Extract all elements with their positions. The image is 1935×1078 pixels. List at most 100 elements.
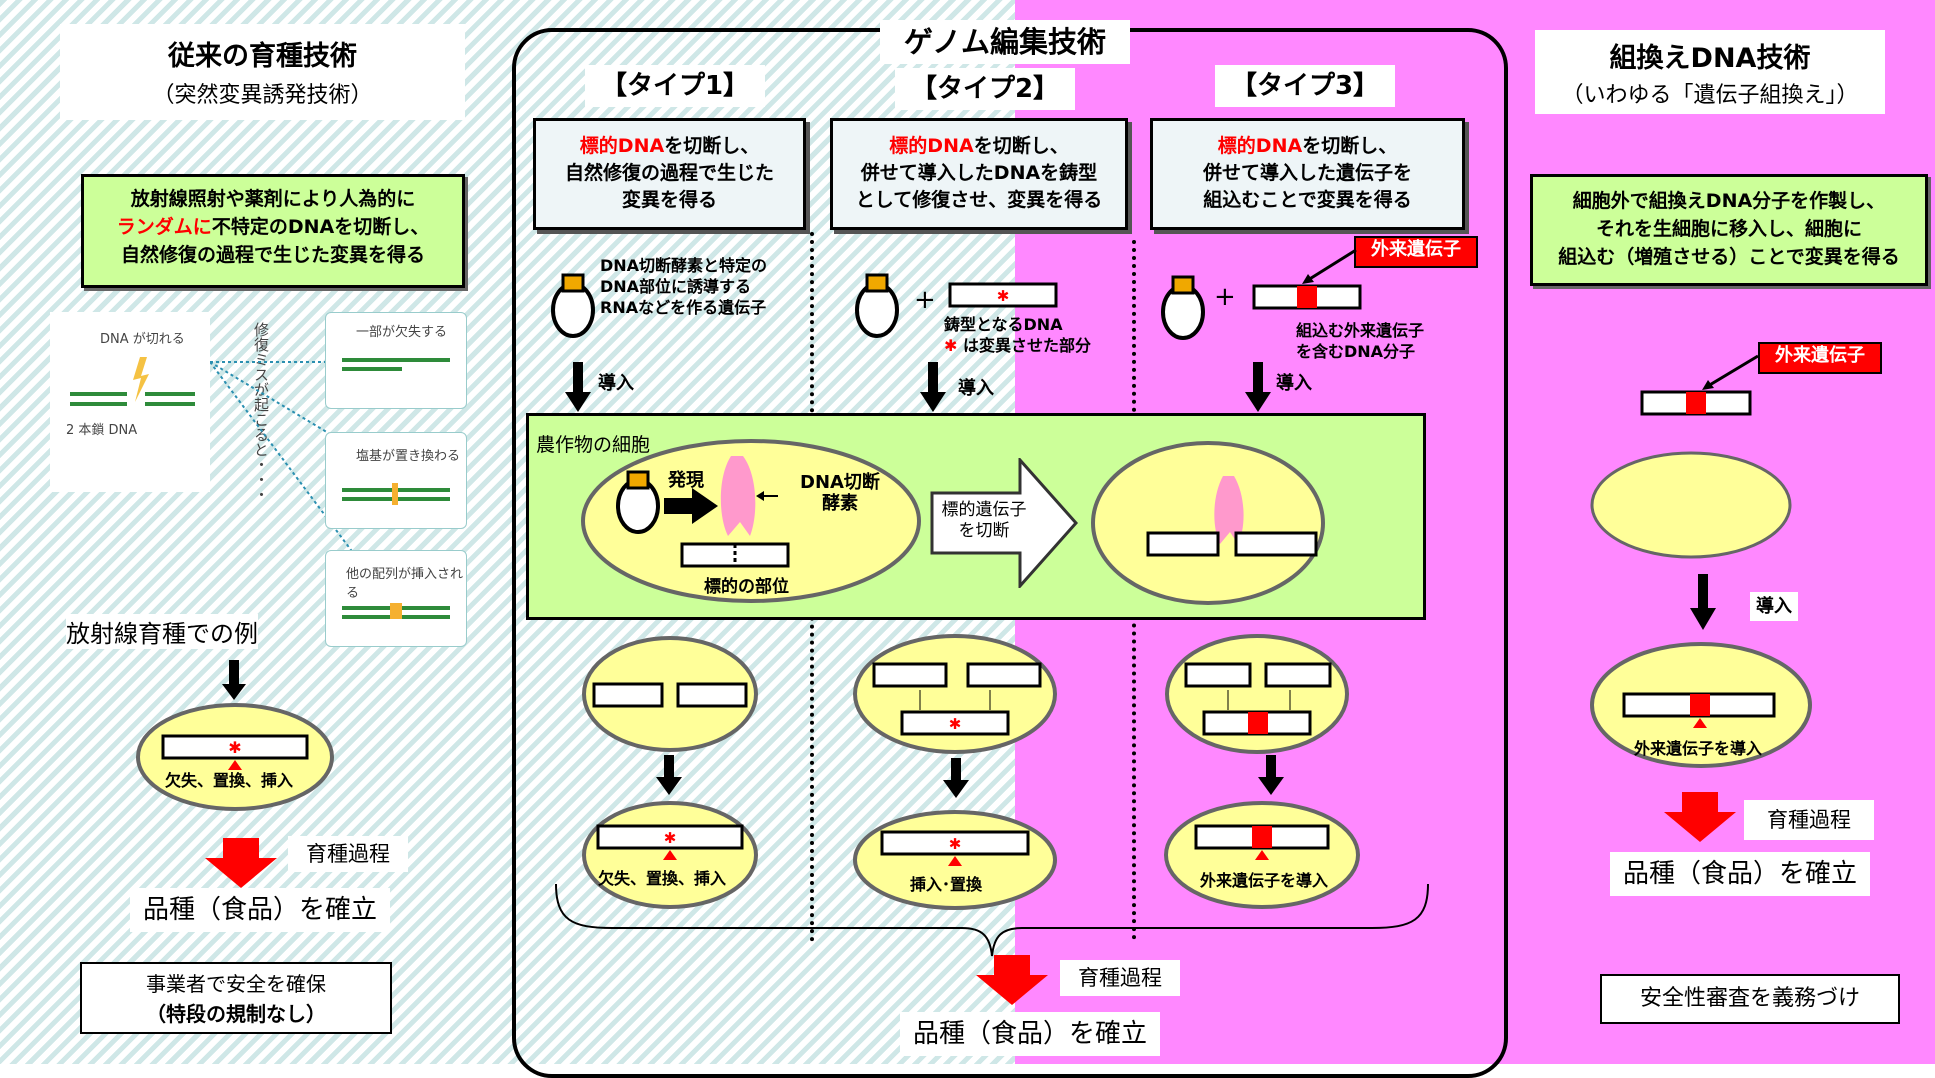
left-desc-box: 放射線照射や薬剤により人為的に ランダムに不特定のDNAを切断し、 自然修復の過… (81, 174, 465, 288)
type1-down-arrow-2 (656, 755, 682, 795)
type2-title: 【タイプ2】 (895, 68, 1075, 110)
dna-cut-icon (70, 357, 195, 406)
left-desc-line1: 放射線照射や薬剤により人為的に (130, 188, 416, 210)
repair-card-1: 一部が欠失する (325, 312, 467, 409)
type3-box-2: 併せて導入した遺伝子を (1202, 162, 1412, 184)
down-arrow-icon (222, 660, 246, 700)
type1-down-arrow (565, 362, 591, 412)
left-red-arrow-icon (205, 838, 277, 888)
type3-foreign-desc-1: 組込む外来遺伝子 (1296, 321, 1425, 340)
cell-enzyme: DNA切断 酵素 (800, 472, 880, 514)
type1-gene-desc-2: DNA部位に誘導する (600, 277, 752, 296)
type2-template-dna-icon: ✱ (948, 282, 1058, 308)
type2-down-arrow-2 (943, 758, 969, 798)
left-title-box: 従来の育種技術 （突然変異誘発技術） (60, 24, 465, 120)
cell-target-site: 標的の部位 (704, 577, 789, 597)
type3-foreign-tag: 外来遺伝子 (1354, 236, 1478, 268)
repair-card-2-label: 塩基が置き換わる (356, 449, 461, 464)
svg-text:✱: ✱ (228, 738, 241, 757)
left-safety-2: （特段の規制なし） (146, 1002, 326, 1026)
type3-foreign-desc: 組込む外来遺伝子 を含むDNA分子 (1296, 320, 1424, 362)
svg-text:✱: ✱ (949, 715, 962, 733)
right-title-box: 組換えDNA技術 （いわゆる「遺伝子組換え」） (1535, 30, 1885, 114)
type3-down-arrow-2 (1258, 755, 1284, 795)
type1-gene-desc-3: RNAなどを作る遺伝子 (600, 298, 767, 317)
img-dna-cut: DNA が切れる (100, 332, 185, 347)
type1-box-1: を切断し、 (664, 135, 760, 157)
type2-repair-cell: ✱ (853, 634, 1057, 754)
right-down-arrow (1690, 574, 1716, 630)
left-desc-random: ランダムに (116, 216, 212, 238)
left-result-cell: ✱ (136, 703, 334, 811)
cell-before (581, 439, 921, 603)
type3-result: 外来遺伝子を導入 (1200, 871, 1329, 890)
left-variety: 品種（食品）を確立 (130, 888, 390, 932)
left-breed-label: 育種過程 (288, 836, 408, 872)
right-subtitle: （いわゆる「遺伝子組換え」） (1561, 83, 1859, 108)
type2-template: 鋳型となるDNA ✱ は変異させた部分 (944, 315, 1091, 355)
img-double-strand: 2 本鎖 DNA (66, 423, 138, 438)
repair-card-3-label: 他の配列が挿入される (346, 567, 464, 601)
type3-target: 標的DNA (1217, 135, 1303, 157)
left-safety-1: 事業者で安全を確保 (146, 972, 326, 996)
type2-intro: 導入 (958, 378, 994, 399)
right-empty-cell (1590, 451, 1792, 559)
right-title: 組換えDNA技術 (1609, 43, 1811, 74)
right-foreign-pointer (1702, 354, 1759, 390)
type3-foreign-dna-icon (1252, 284, 1362, 310)
type1-box-3: 変異を得る (621, 189, 717, 211)
example-label: 放射線育種での例 (66, 614, 258, 649)
type1-result: 欠失、置換、挿入 (598, 869, 727, 888)
right-result-cell (1590, 642, 1812, 768)
type3-plasmid-icon (1161, 275, 1205, 340)
type3-repair-cell (1165, 634, 1349, 754)
center-variety: 品種（食品）を確立 (900, 1012, 1160, 1056)
type3-box-1: を切断し、 (1302, 135, 1398, 157)
svg-text:✱: ✱ (664, 829, 677, 847)
center-title: ゲノム編集技術 (880, 20, 1130, 64)
left-result-label: 欠失、置換、挿入 (165, 771, 294, 790)
cell-arrow-text: 標的遺伝子 を切断 (934, 500, 1034, 542)
type2-box-3: として修復させ、変異を得る (855, 189, 1103, 211)
type3-plus: + (1214, 282, 1236, 312)
right-result: 外来遺伝子を導入 (1634, 739, 1763, 758)
type2-plasmid-icon (855, 273, 899, 338)
svg-text:✱: ✱ (997, 287, 1010, 305)
repair-card-2: 塩基が置き換わる (325, 432, 467, 529)
type1-intro: 導入 (598, 373, 634, 394)
left-subtitle: （突然変異誘発技術） (152, 83, 373, 108)
type1-box: 標的DNAを切断し、 自然修復の過程で生じた 変異を得る (533, 118, 806, 230)
type1-title: 【タイプ1】 (585, 65, 765, 107)
type2-template-1: 鋳型となるDNA (944, 315, 1063, 334)
right-red-arrow-icon (1664, 792, 1736, 842)
cell-express: 発現 (668, 470, 704, 491)
cell-enzyme-2: 酵素 (821, 493, 858, 514)
type1-box-2: 自然修復の過程で生じた (564, 162, 774, 184)
type2-box-1: を切断し、 (973, 135, 1069, 157)
cell-arrow-text-2: を切断 (958, 521, 1010, 541)
type3-box: 標的DNAを切断し、 併せて導入した遺伝子を 組込むことで変異を得る (1150, 118, 1465, 230)
right-intro: 導入 (1750, 592, 1798, 621)
type3-box-3: 組込むことで変異を得る (1203, 189, 1412, 211)
type3-intro: 導入 (1276, 373, 1312, 394)
left-desc-line2: 不特定のDNAを切断し、 (211, 216, 430, 238)
type2-down-arrow (920, 362, 946, 412)
right-foreign-dna-icon (1640, 390, 1752, 416)
right-desc-3: 組込む（増殖させる）ことで変異を得る (1558, 246, 1900, 268)
type3-foreign-pointer (1302, 248, 1357, 284)
type2-box: 標的DNAを切断し、 併せて導入したDNAを鋳型 として修復させ、変異を得る (830, 118, 1128, 230)
left-title: 従来の育種技術 (168, 41, 357, 72)
left-safety-box: 事業者で安全を確保 （特段の規制なし） (80, 962, 392, 1034)
cell-enzyme-1: DNA切断 (800, 472, 880, 493)
type3-result-cell (1164, 801, 1360, 909)
type3-foreign-desc-2: を含むDNA分子 (1296, 342, 1416, 361)
center-breed-label: 育種過程 (1060, 960, 1180, 996)
img-repair-text: 修復ミスが起こると・・・ (252, 322, 270, 502)
cell-after (1091, 441, 1325, 605)
type2-box-2: 併せて導入したDNAを鋳型 (860, 162, 1098, 184)
right-foreign-tag: 外来遺伝子 (1758, 342, 1882, 374)
right-desc-2: それを生細胞に移入し、細胞に (1595, 218, 1862, 240)
type3-title: 【タイプ3】 (1215, 65, 1395, 107)
right-variety: 品種（食品）を確立 (1610, 852, 1870, 896)
type3-down-arrow (1245, 362, 1271, 412)
